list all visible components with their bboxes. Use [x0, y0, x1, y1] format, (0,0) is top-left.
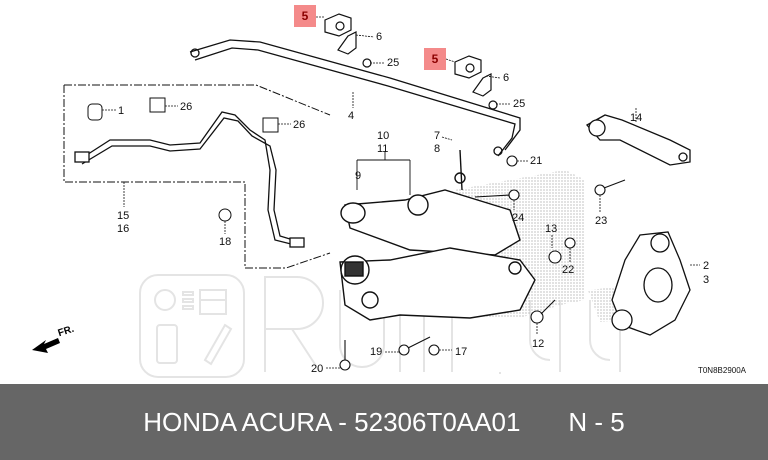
- clip-26b: [262, 117, 279, 133]
- bushing-brackets: [324, 13, 498, 110]
- callout-26[interactable]: 26: [180, 101, 193, 113]
- nut-22: [564, 237, 576, 249]
- clip-26a: [149, 97, 166, 113]
- callout-26[interactable]: 26: [293, 119, 306, 131]
- callout-10[interactable]: 10: [377, 130, 390, 142]
- callout-12[interactable]: 12: [532, 338, 545, 350]
- callout-25[interactable]: 25: [513, 98, 526, 110]
- part-info-bar: HONDA ACURA - 52306T0AA01 N - 5: [0, 384, 768, 460]
- highlighted-callout[interactable]: 5: [424, 48, 446, 70]
- front-direction-arrow-icon: [32, 338, 60, 353]
- callout-23[interactable]: 23: [595, 215, 608, 227]
- abs-sensor-wire: [74, 111, 305, 248]
- callout-9[interactable]: 9: [355, 170, 362, 182]
- callout-17[interactable]: 17: [455, 346, 468, 358]
- callout-22[interactable]: 22: [562, 264, 575, 276]
- bolt-12: [530, 310, 544, 324]
- callout-8[interactable]: 8: [434, 143, 441, 155]
- leader-lines: [102, 16, 700, 369]
- callout-11[interactable]: 11: [377, 143, 389, 155]
- callout-18[interactable]: 18: [219, 236, 232, 248]
- callout-4[interactable]: 4: [348, 110, 355, 122]
- drawing-code: T0N8B2900A: [697, 366, 746, 375]
- bolt-24: [508, 189, 520, 201]
- callout-24[interactable]: 24: [512, 212, 525, 224]
- bushing-13: [548, 250, 562, 264]
- callout-13[interactable]: 13: [545, 223, 558, 235]
- callout-21[interactable]: 21: [530, 155, 543, 167]
- bolts: [339, 155, 626, 371]
- position-label: N - 5: [568, 406, 625, 437]
- callout-6[interactable]: 6: [376, 31, 383, 43]
- parts-diagram: 5 5 6 25 6 25 4 1 26 26 10 11 9 7 8 21 1…: [32, 5, 746, 378]
- diagram-drawing: [32, 13, 700, 378]
- callout-15[interactable]: 15: [117, 210, 130, 222]
- callout-19[interactable]: 19: [370, 346, 383, 358]
- bolt-19: [398, 344, 410, 356]
- lower-arm: [339, 247, 536, 321]
- stabilizer-bar: [189, 39, 521, 157]
- bolt-18: [218, 208, 232, 222]
- callout-brackets: [356, 152, 411, 195]
- nut-17: [428, 344, 440, 356]
- bolt-20: [339, 359, 351, 371]
- callout-2[interactable]: 2: [703, 260, 710, 272]
- callout-7[interactable]: 7: [434, 130, 441, 142]
- callout-14[interactable]: 14: [630, 112, 643, 124]
- upper-arm: [585, 114, 691, 166]
- callout-25[interactable]: 25: [387, 57, 400, 69]
- clip-1: [87, 103, 103, 121]
- nut-21: [506, 155, 518, 167]
- bolt-23: [594, 184, 606, 196]
- knuckle: [611, 231, 691, 336]
- callout-6[interactable]: 6: [503, 72, 510, 84]
- highlighted-callout[interactable]: 5: [294, 5, 316, 27]
- sensor-group-outline: [63, 84, 331, 269]
- trailing-arm: [340, 149, 521, 256]
- callout-1[interactable]: 1: [118, 105, 125, 117]
- callout-20[interactable]: 20: [311, 363, 324, 375]
- part-number-label: HONDA ACURA - 52306T0AA01: [143, 406, 521, 437]
- callout-16[interactable]: 16: [117, 223, 130, 235]
- callout-3[interactable]: 3: [703, 274, 710, 286]
